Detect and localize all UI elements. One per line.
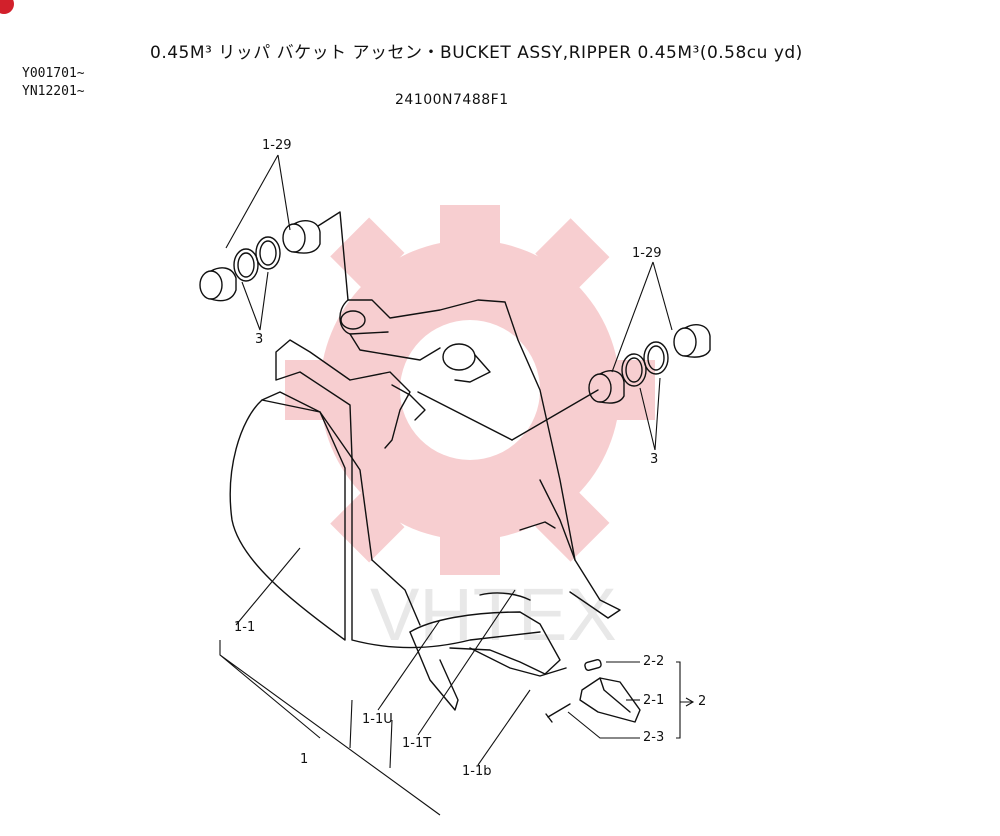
leader-1-29-left [225,154,291,249]
bucket-shell [229,399,346,641]
callout-2: 2 [698,694,707,709]
serial-range-2: YN12201~ [22,84,85,99]
callout-3-right: 3 [650,452,659,467]
callout-2-1: 2-1 [643,693,665,708]
upper-boss-plate [347,299,621,619]
callout-2-2: 2-2 [643,654,665,669]
callout-1-1: 1-1 [234,620,256,635]
leader-3-right [639,377,661,451]
watermark-gear-icon [285,205,655,575]
leader-1-1b [477,689,531,766]
callout-1-1u: 1-1U [362,712,393,727]
cutting-edge [409,611,561,675]
bracket-1 [219,640,441,816]
leader-1-1t [417,589,516,736]
callout-1-1t: 1-1T [402,736,432,751]
watermark-text: VHTEX [370,573,617,656]
bracket-1-sub [349,699,393,769]
leader-3-left [241,271,269,331]
left-pin-link [317,211,349,301]
assembly-part-number: 24100N7488F1 [395,92,509,108]
serial-range-1: Y001701~ [22,66,85,81]
leader-2-3 [567,711,640,739]
callout-3-left: 3 [255,332,264,347]
corner-badge-icon [0,0,14,14]
callout-1: 1 [300,752,309,767]
diagram-title: 0.45M³ リッパ バケット アッセン・BUCKET ASSY,RIPPER … [150,43,803,63]
callout-2-3: 2-3 [643,730,665,745]
bucket-side-panel [319,411,541,649]
tooth-assembly [545,659,641,723]
callout-1-29-left: 1-29 [262,138,292,153]
arrow-2 [685,697,695,707]
leader-1-1u [377,619,441,711]
leader-1-29-right [611,261,673,373]
callout-1-29-right: 1-29 [632,246,662,261]
lower-edge [469,647,567,677]
leader-1-1 [235,547,301,626]
right-pin-assembly [588,324,711,404]
left-pin-assembly [199,220,321,302]
callout-1-1b: 1-1b [462,764,492,779]
bracket-2 [676,661,693,739]
right-pin-link [417,391,513,441]
